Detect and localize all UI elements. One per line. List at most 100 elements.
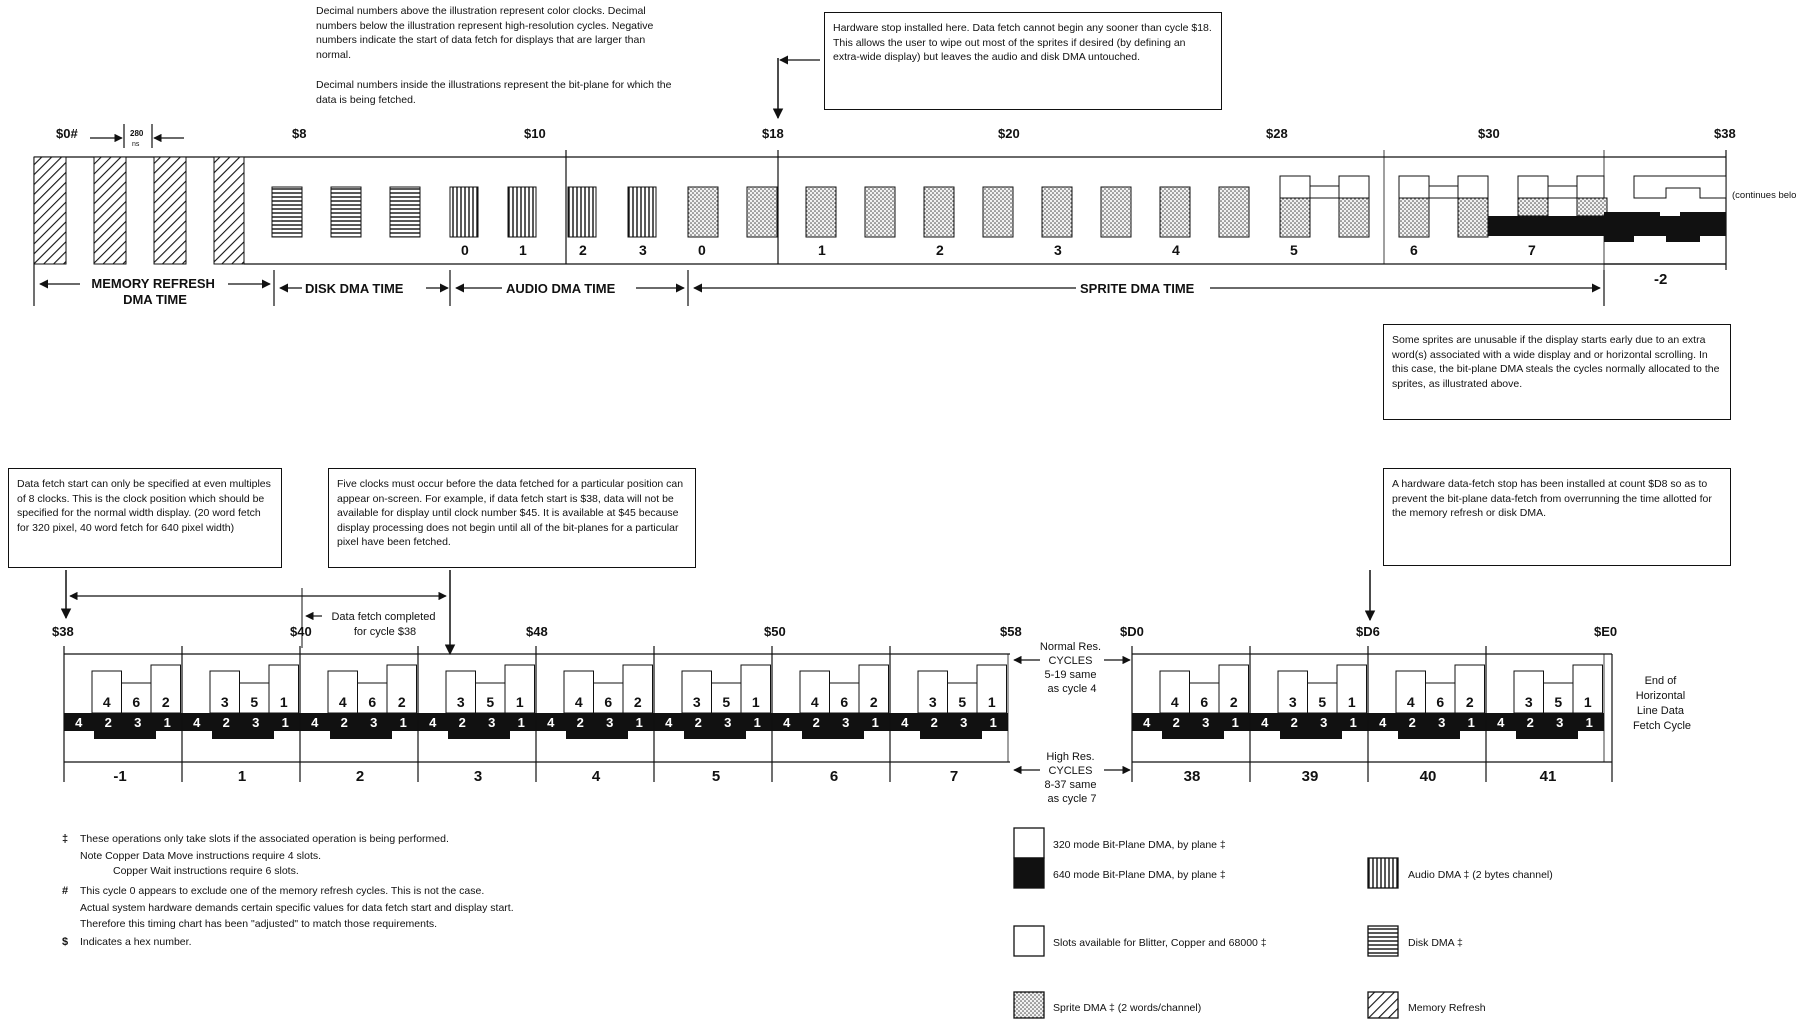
bottom-clock-label: $58 [1000, 624, 1022, 639]
cycle-label: 39 [1302, 768, 1319, 785]
lowres-bitplane-cell [1218, 664, 1249, 714]
legend-label-refresh: Memory Refresh [1408, 1002, 1486, 1014]
lowres-plane-label: 3 [221, 694, 229, 710]
cycle-label: 6 [830, 768, 838, 785]
lowres-bitplane-cell [475, 682, 506, 714]
hires-bitplane-band [1368, 713, 1486, 739]
hires-bitplane-band [300, 713, 418, 739]
hires-plane-label: 3 [1320, 715, 1327, 730]
hires-plane-label: 1 [754, 715, 761, 730]
hires-bitplane-band [772, 713, 890, 739]
hires-plane-label: 2 [341, 715, 348, 730]
hires-plane-label: 2 [459, 715, 466, 730]
slot-number: -2 [1654, 271, 1667, 288]
hires-plane-label: 2 [695, 715, 702, 730]
hires-plane-label: 2 [813, 715, 820, 730]
bottom-clock-label: $40 [290, 624, 312, 639]
cycle-label: 38 [1184, 768, 1201, 785]
cycle-label: 41 [1540, 768, 1557, 785]
hires-plane-label: 3 [724, 715, 731, 730]
cycle-label: 40 [1420, 768, 1437, 785]
lowres-plane-label: 2 [1466, 694, 1474, 710]
phase-label-audio: AUDIO DMA TIME [506, 281, 616, 296]
hires-plane-label: 2 [931, 715, 938, 730]
lowres-plane-label: 5 [486, 694, 494, 710]
hires-plane-label: 4 [1379, 715, 1387, 730]
slot-number: 1 [519, 242, 527, 258]
hires-plane-label: 1 [1232, 715, 1239, 730]
high-res-label: High Res. CYCLES 8-37 same as cycle 7 [1044, 751, 1099, 805]
footnote-symbol: ‡ [62, 833, 68, 845]
lowres-plane-label: 6 [604, 694, 612, 710]
lowres-plane-label: 6 [132, 694, 140, 710]
legend-label-hires: 640 mode Bit-Plane DMA, by plane ‡ [1053, 869, 1226, 881]
lowres-plane-label: 2 [634, 694, 642, 710]
footnote-symbol: # [62, 885, 68, 897]
lowres-plane-label: 4 [1407, 694, 1415, 710]
hires-plane-label: 3 [960, 715, 967, 730]
lowres-plane-label: 4 [1171, 694, 1179, 710]
lowres-bitplane-cell [386, 664, 417, 714]
hires-plane-label: 3 [842, 715, 849, 730]
lowres-bitplane-cell [740, 664, 771, 714]
hires-plane-label: 4 [547, 715, 555, 730]
cycle-label: 3 [474, 768, 482, 785]
footnote-1: These operations only take slots if the … [80, 833, 449, 845]
bottom-clock-label: $D6 [1356, 624, 1380, 639]
hires-plane-label: 2 [223, 715, 230, 730]
lowres-plane-label: 2 [162, 694, 170, 710]
lowres-bitplane-cell [1572, 664, 1603, 714]
hires-plane-label: 4 [75, 715, 83, 730]
hires-plane-label: 1 [1350, 715, 1357, 730]
hires-bitplane-band [1486, 713, 1604, 739]
slot-number: 3 [1054, 242, 1062, 258]
hires-plane-label: 1 [872, 715, 879, 730]
hires-plane-label: 3 [252, 715, 259, 730]
hires-plane-label: 2 [1173, 715, 1180, 730]
hires-plane-label: 1 [990, 715, 997, 730]
bottom-clock-label: $48 [526, 624, 548, 639]
phase-label-disk: DISK DMA TIME [305, 281, 404, 296]
legend: 320 mode Bit-Plane DMA, by plane ‡ 640 m… [1013, 827, 1553, 1019]
lowres-bitplane-cell [1543, 682, 1574, 714]
slot-number: 3 [639, 242, 647, 258]
lowres-plane-label: 4 [339, 694, 347, 710]
hires-plane-label: 3 [606, 715, 613, 730]
hires-plane-label: 2 [577, 715, 584, 730]
lowres-plane-label: 4 [103, 694, 111, 710]
lowres-plane-label: 1 [280, 694, 288, 710]
top-clock-label: $10 [524, 126, 546, 141]
hires-plane-label: 3 [1438, 715, 1445, 730]
legend-label-lowres: 320 mode Bit-Plane DMA, by plane ‡ [1053, 839, 1226, 851]
decimal-numbers-note: Decimal numbers above the illustration r… [316, 5, 654, 61]
lowres-plane-label: 3 [1289, 694, 1297, 710]
hires-bitplane-band [1250, 713, 1368, 739]
phase-label-refresh: MEMORY REFRESH DMA TIME [91, 276, 218, 307]
lowres-plane-label: 5 [722, 694, 730, 710]
footnote-2: This cycle 0 appears to exclude one of t… [80, 885, 484, 897]
legend-swatch-refresh [1367, 991, 1399, 1019]
hires-plane-label: 3 [1556, 715, 1563, 730]
lowres-plane-label: 1 [988, 694, 996, 710]
bottom-clock-label: $50 [764, 624, 786, 639]
hires-bitplane-band [64, 713, 182, 739]
top-clock-label: $38 [1714, 126, 1736, 141]
top-clock-label: $20 [998, 126, 1020, 141]
hires-bitplane-band [890, 713, 1008, 739]
lowres-plane-label: 5 [1554, 694, 1562, 710]
lowres-bitplane-cell [681, 670, 712, 714]
hires-plane-label: 4 [901, 715, 909, 730]
slot-number: 2 [936, 242, 944, 258]
lowres-plane-label: 2 [1230, 694, 1238, 710]
footnote-1b: Note Copper Data Move instructions requi… [80, 850, 321, 862]
top-clock-label: $8 [292, 126, 306, 141]
sprites-unusable-box: Some sprites are unusable if the display… [1383, 324, 1731, 420]
legend-swatch-sprite [1013, 991, 1045, 1019]
hires-plane-label: 1 [400, 715, 407, 730]
hires-plane-label: 4 [665, 715, 673, 730]
legend-swatch-disk [1367, 925, 1399, 957]
hires-plane-label: 2 [105, 715, 112, 730]
hires-bitplane-band [418, 713, 536, 739]
hires-plane-label: 4 [1497, 715, 1505, 730]
hires-plane-label: 4 [193, 715, 201, 730]
